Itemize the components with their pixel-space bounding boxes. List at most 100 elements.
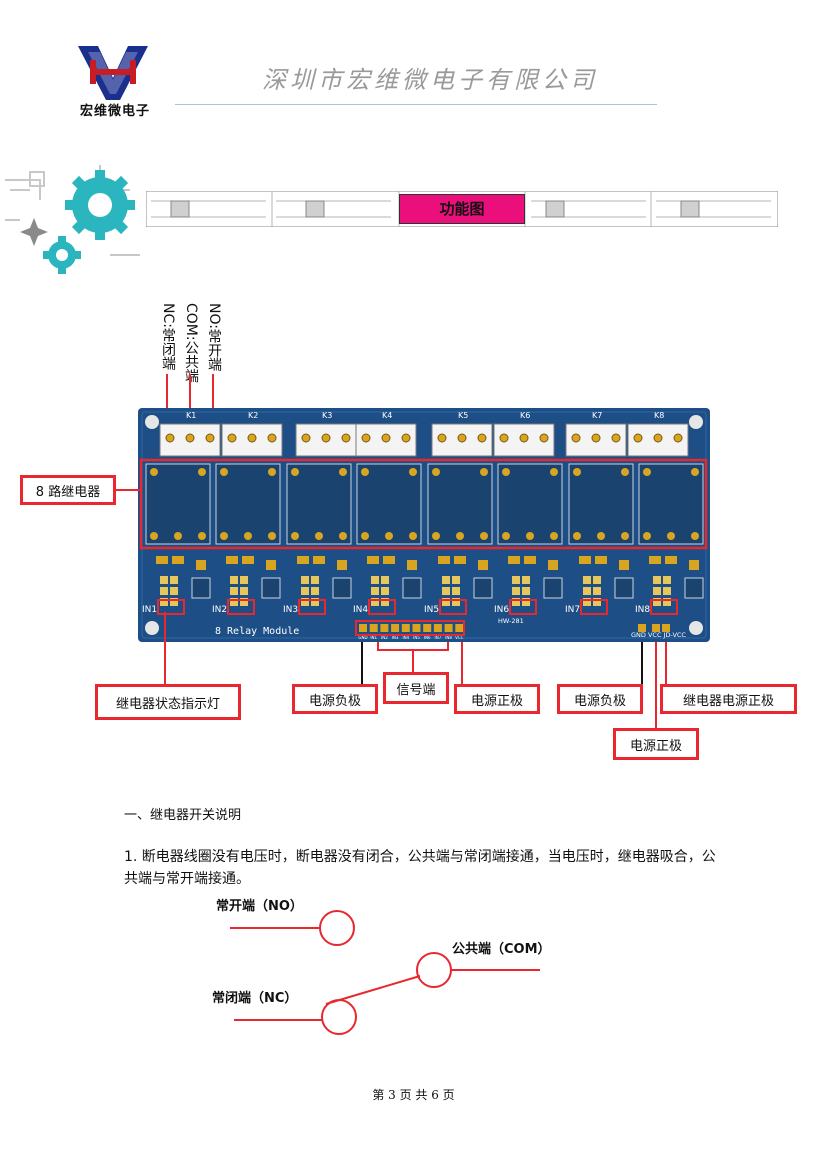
indicator-highlight [157, 599, 185, 615]
smd-pad [301, 576, 309, 584]
relay-pin [220, 532, 228, 540]
callout-signal: 信号端 [383, 672, 449, 704]
smd-pad [689, 560, 699, 570]
relay-pin [361, 532, 369, 540]
smd-pad [371, 598, 379, 606]
relay-pin [502, 532, 510, 540]
relay-pin [502, 468, 510, 476]
power-header-pins [638, 624, 670, 632]
smd-pad [595, 556, 607, 564]
smd-pad [663, 576, 671, 584]
logo-text: 宏维微电子 [79, 104, 150, 119]
indicator-highlight [509, 599, 537, 615]
header-pin-label: IN8 [445, 635, 452, 640]
power-pin [652, 624, 660, 632]
relay-pin [691, 468, 699, 476]
smd-pad [508, 556, 520, 564]
relay-pin [409, 468, 417, 476]
indicator-highlight [368, 599, 396, 615]
header-pin-label: GND [358, 635, 367, 640]
relay-pin [150, 468, 158, 476]
relay-pin [339, 532, 347, 540]
power-pin [638, 624, 646, 632]
header-pin [412, 624, 421, 632]
smd-pad [522, 576, 530, 584]
relay-pin [597, 532, 605, 540]
terminal-screw [205, 433, 215, 443]
relay-id-label: K6 [520, 411, 530, 420]
transistor [614, 577, 634, 599]
relay-cell [638, 463, 704, 545]
header-pin [359, 624, 367, 632]
header-pin-label: IN2 [381, 635, 388, 640]
smd-pad [242, 556, 254, 564]
input-label: IN5 [424, 605, 439, 615]
relay-cell [497, 463, 563, 545]
input-label: IN1 [142, 605, 157, 615]
smd-pad [548, 560, 558, 570]
smd-pad [226, 556, 238, 564]
header-pin-label: IN4 [402, 635, 409, 640]
relay-cell [568, 463, 634, 545]
smd-pad [663, 587, 671, 595]
terminal-screw [247, 433, 257, 443]
smd-pad [583, 598, 591, 606]
input-label: IN8 [635, 605, 650, 615]
smd-pad [170, 598, 178, 606]
input-label: IN6 [494, 605, 509, 615]
relays-highlight [139, 458, 708, 550]
smd-pad [160, 576, 168, 584]
smd-pad [454, 556, 466, 564]
transistor [261, 577, 281, 599]
relay-pin [339, 468, 347, 476]
relay-pin [526, 532, 534, 540]
banner-title: 功能图 [399, 194, 525, 224]
header-pin [369, 624, 378, 632]
smd-pad [160, 598, 168, 606]
relay-pin [456, 532, 464, 540]
smd-pad [230, 598, 238, 606]
com-label: 公共端（COM） [452, 942, 551, 957]
smd-pad [512, 576, 520, 584]
header-pin-label: IN5 [413, 635, 420, 640]
relay-pin [621, 468, 629, 476]
terminal-screw [361, 433, 371, 443]
terminal-screw [633, 433, 643, 443]
smd-pad [593, 587, 601, 595]
header-pin [423, 624, 432, 632]
terminal-screw [457, 433, 467, 443]
board-silk-title: 8 Relay Module [215, 626, 299, 637]
smd-pad [266, 560, 276, 570]
callout-vcc-left: 电源正极 [454, 684, 540, 714]
smd-pad [240, 598, 248, 606]
smd-pad [583, 576, 591, 584]
relay-pin [268, 532, 276, 540]
smd-pad [172, 556, 184, 564]
terminal-screw [437, 433, 447, 443]
gear-decoration [5, 165, 140, 274]
relay-cell [145, 463, 211, 545]
header-pin-label: IN7 [435, 635, 442, 640]
smd-pad [381, 598, 389, 606]
smd-pad [442, 598, 450, 606]
smd-pad [383, 556, 395, 564]
terminal-screw [653, 433, 663, 443]
terminal-screw [321, 433, 331, 443]
terminal-screw [673, 433, 683, 443]
smd-pad [240, 576, 248, 584]
smd-pad [381, 587, 389, 595]
nc-terminal-label: NC:常闭端 [160, 303, 176, 370]
smd-pad [156, 556, 168, 564]
relay-pin [691, 532, 699, 540]
transistor [402, 577, 422, 599]
callout-indicator: 继电器状态指示灯 [95, 684, 241, 720]
relay-pin [432, 532, 440, 540]
relay-pin [573, 532, 581, 540]
relay-pin [643, 468, 651, 476]
relay-pin [315, 532, 323, 540]
header-pin [444, 624, 453, 632]
header-pin [391, 624, 400, 632]
